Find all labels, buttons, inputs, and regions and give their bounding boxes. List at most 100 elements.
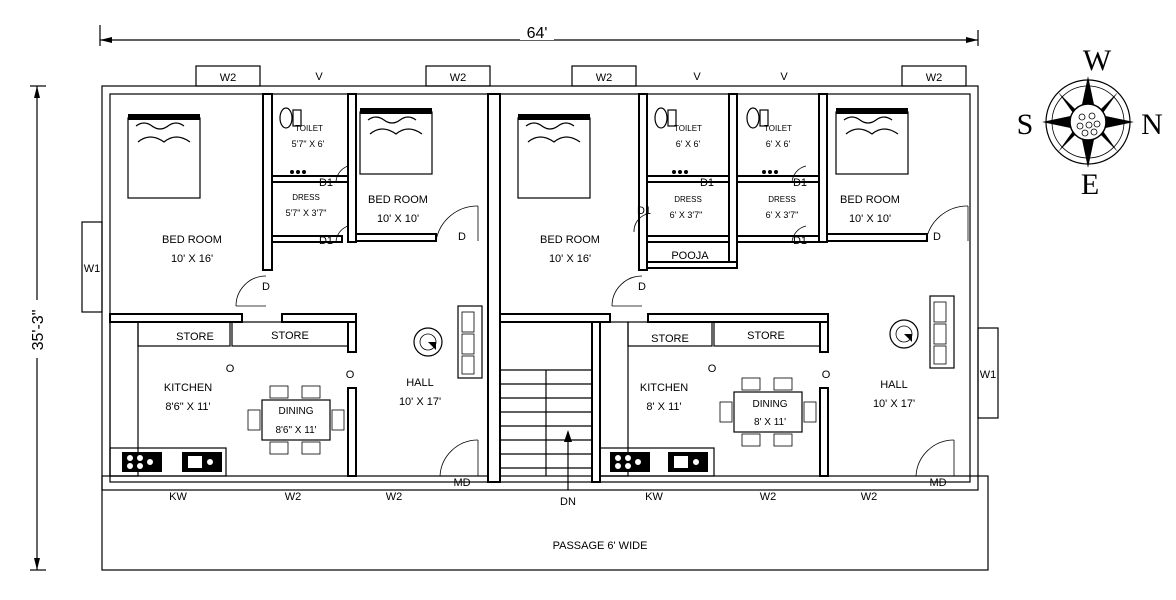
floor-trap-icon	[290, 170, 306, 174]
compass-w-label: W	[1083, 44, 1112, 77]
door-tag-d: D	[458, 231, 466, 243]
room-size: 8'6" X 11'	[275, 425, 316, 436]
side-table-icon	[889, 319, 919, 349]
kitchen-counter	[599, 321, 821, 477]
bed-icon	[835, 108, 909, 175]
door-tag-d1: D1	[700, 177, 714, 189]
room-name: TOILET	[764, 124, 792, 133]
pooja-label: POOJA	[671, 250, 709, 262]
window-tag-w1: W1	[84, 263, 101, 275]
height-dimension: 35'-3"	[22, 85, 52, 571]
room-name: BED ROOM	[162, 234, 222, 246]
room-name: DRESS	[292, 193, 320, 202]
room-size: 6' X 6'	[766, 139, 791, 149]
window-tag-w2: W2	[220, 72, 237, 84]
window-tag-w2: W2	[285, 491, 302, 503]
main-door-tag: MD	[453, 477, 470, 489]
room-size: 10' X 10'	[849, 213, 891, 225]
floor-trap-icon	[762, 170, 778, 174]
toilet-icon	[279, 107, 302, 129]
room-name: KITCHEN	[640, 382, 688, 394]
height-dimension-label: 35'-3"	[30, 310, 47, 351]
bed-icon	[127, 114, 201, 199]
room-name: BED ROOM	[368, 194, 428, 206]
room-name: HALL	[406, 377, 434, 389]
main-door-tag: MD	[929, 477, 946, 489]
room-size: 10' X 10'	[377, 213, 419, 225]
compass-rose: W S N E	[1017, 44, 1163, 201]
opening-tag-o: O	[346, 369, 355, 381]
room-size: 6' X 3'7"	[766, 210, 799, 220]
room-size: 6' X 3'7"	[670, 210, 703, 220]
door-tag-d: D	[933, 231, 941, 243]
kitchen-window-tag: KW	[169, 491, 187, 503]
room-size: 8'6" X 11'	[165, 401, 210, 413]
store-label: STORE	[271, 330, 309, 342]
store-label: STORE	[651, 333, 689, 345]
room-name: TOILET	[674, 124, 702, 133]
sink-icon	[668, 452, 708, 472]
toilet-icon	[746, 107, 769, 129]
window-tag-w2: W2	[760, 491, 777, 503]
side-table-icon	[413, 327, 443, 357]
width-dimension: 64'	[99, 24, 979, 46]
stove-icon	[610, 452, 650, 472]
bed-icon	[359, 108, 433, 175]
room-labels: BED ROOM 10' X 16' TOILET 5'7" X 6' DRES…	[162, 124, 915, 436]
room-name: DINING	[753, 399, 788, 410]
room-name: HALL	[880, 379, 908, 391]
window-tag-w2: W2	[450, 72, 467, 84]
opening-tag-o: O	[822, 369, 831, 381]
opening-tag-o: O	[226, 363, 235, 375]
sink-icon	[182, 452, 222, 472]
door-tag-d1: D1	[793, 235, 807, 247]
vent-tag-v: V	[315, 71, 323, 83]
dining-table-icon	[719, 377, 817, 447]
window-tag-w2: W2	[861, 491, 878, 503]
stove-icon	[122, 452, 162, 472]
unit1-walls	[109, 93, 479, 477]
door-tag-d1: D1	[793, 177, 807, 189]
bed-icon	[517, 114, 591, 199]
room-name: TOILET	[295, 124, 323, 133]
kitchen-counter	[109, 321, 349, 477]
sofa-icon	[457, 305, 483, 379]
compass-n-label: N	[1141, 108, 1163, 141]
room-size: 5'7" X 3'7"	[286, 208, 327, 218]
compass-e-label: E	[1081, 168, 1099, 201]
door-tag-d1: D1	[319, 177, 333, 189]
door-tag-d: D	[262, 281, 270, 293]
room-size: 8' X 11'	[754, 417, 786, 428]
stair-dn-label: DN	[560, 496, 576, 508]
floor-trap-icon	[672, 170, 688, 174]
top-window-tags: W2 W2 W2 W2 V V V W1 W1	[81, 65, 999, 419]
unit2-walls	[499, 93, 969, 483]
vent-tag-v: V	[693, 71, 701, 83]
furniture	[109, 107, 955, 477]
door-tag-d: D	[638, 281, 646, 293]
room-size: 10' X 17'	[873, 398, 915, 410]
kitchen-window-tag: KW	[645, 491, 663, 503]
room-size: 10' X 16'	[549, 253, 591, 265]
window-tag-w1: W1	[980, 369, 997, 381]
window-tag-w2: W2	[596, 72, 613, 84]
vent-tag-v: V	[780, 71, 788, 83]
room-name: DINING	[279, 406, 314, 417]
room-size: 10' X 16'	[171, 253, 213, 265]
door-tag-d1: D1	[319, 235, 333, 247]
sofa-icon	[929, 295, 955, 369]
passage: PASSAGE 6' WIDE	[101, 475, 989, 571]
room-size: 6' X 6'	[676, 139, 701, 149]
dining-table-icon	[247, 385, 345, 455]
room-name: DRESS	[768, 195, 796, 204]
window-tag-w2: W2	[386, 491, 403, 503]
staircase: DN	[500, 369, 592, 508]
width-dimension-label: 64'	[527, 25, 548, 42]
passage-label: PASSAGE 6' WIDE	[553, 540, 648, 552]
room-size: 8' X 11'	[646, 401, 681, 413]
bottom-window-tags: KW W2 W2 MD KW W2 W2 MD	[169, 477, 946, 503]
opening-tag-o: O	[708, 363, 717, 375]
store-label: STORE	[747, 330, 785, 342]
room-name: BED ROOM	[840, 194, 900, 206]
